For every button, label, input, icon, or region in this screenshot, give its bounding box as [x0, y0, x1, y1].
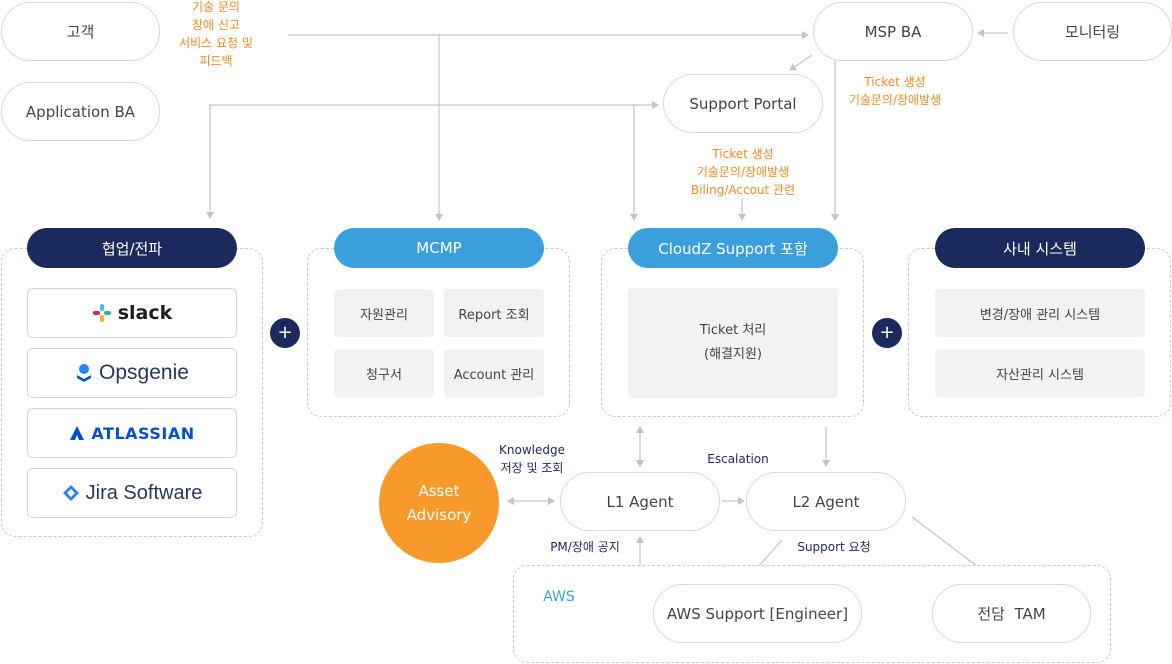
label-msp-flow: Ticket 생성 기술문의/장애발생 — [838, 73, 952, 109]
node-support-portal: Support Portal — [663, 74, 823, 133]
label-pm-notice: PM/장애 공지 — [550, 540, 620, 554]
slack-icon — [92, 304, 111, 322]
label-msp-flow-line: 기술문의/장애발생 — [848, 93, 942, 107]
cloudz-cell-ticket-line: (해결지원) — [704, 347, 762, 362]
mcmp-cell-resource-management: 자원관리 — [334, 289, 434, 337]
label-escalation: Escalation — [707, 452, 769, 466]
mcmp-cell-invoice: 청구서 — [334, 349, 434, 397]
label-knowledge: Knowledge 저장 및 조회 — [490, 441, 574, 477]
cloudz-cell-ticket-line: Ticket 처리 — [699, 323, 767, 338]
group-mcmp-title: MCMP — [334, 228, 544, 268]
edge-appba-portal — [206, 101, 659, 219]
slack-logo-text: slack — [117, 302, 173, 324]
node-asset-advisory: Asset Advisory — [379, 443, 499, 563]
label-portal-flow-line: 기술문의/장애발생 — [696, 165, 790, 179]
label-customer-flow-line: 기술 문의 — [192, 0, 240, 14]
node-tam: 전담 TAM — [932, 584, 1091, 643]
jira-logo-text: Jira Software — [85, 481, 203, 504]
atlassian-logo-text: ATLASSIAN — [91, 423, 195, 443]
group-collaboration-title: 협업/전파 — [27, 228, 237, 268]
node-customer: 고객 — [1, 2, 160, 61]
asset-advisory-line: Advisory — [406, 506, 472, 524]
label-msp-flow-line: Ticket 생성 — [864, 75, 926, 89]
node-l1-agent: L1 Agent — [560, 472, 720, 531]
node-aws-support: AWS Support [Engineer] — [653, 584, 862, 643]
node-monitoring: 모니터링 — [1013, 2, 1172, 61]
label-knowledge-line: Knowledge — [499, 443, 565, 457]
mcmp-cell-account: Account 관리 — [444, 349, 544, 397]
label-customer-flow-line: 장애 신고 — [192, 18, 240, 32]
group-cloudz-title: CloudZ Support 포함 — [628, 228, 838, 268]
label-knowledge-line: 저장 및 조회 — [500, 461, 564, 475]
mcmp-cell-report: Report 조회 — [444, 289, 544, 337]
opsgenie-logo-text: Opsgenie — [99, 361, 189, 384]
group-aws-title: AWS — [543, 589, 575, 605]
asset-advisory-line: Asset — [418, 482, 460, 500]
label-portal-flow-line: Ticket 생성 — [712, 147, 774, 161]
cloudz-cell-ticket: Ticket 처리 (해결지원) — [628, 288, 838, 398]
atlassian-icon — [70, 426, 85, 440]
jira-icon — [62, 485, 79, 501]
internal-cell-change-incident: 변경/장애 관리 시스템 — [935, 289, 1145, 337]
edge-mspba-portal — [789, 54, 813, 71]
logo-card-atlassian: ATLASSIAN — [27, 408, 237, 458]
label-portal-flow: Ticket 생성 기술문의/장애발생 Biling/Accout 관련 — [680, 145, 806, 199]
node-application-ba: Application BA — [1, 82, 160, 141]
logo-card-slack: slack — [27, 288, 237, 338]
opsgenie-icon — [77, 364, 92, 382]
plus-icon: + — [270, 318, 300, 348]
logo-card-opsgenie: Opsgenie — [27, 348, 237, 398]
node-l2-agent: L2 Agent — [746, 472, 906, 531]
label-portal-flow-line: Biling/Accout 관련 — [690, 183, 796, 197]
label-customer-flow-line: 서비스 요청 및 — [179, 36, 253, 50]
plus-icon: + — [872, 318, 902, 348]
label-support-request: Support 요청 — [797, 540, 871, 554]
label-customer-flow: 기술 문의 장애 신고 서비스 요청 및 피드백 — [170, 0, 262, 70]
label-customer-flow-line: 피드백 — [199, 54, 233, 68]
group-internal-system-title: 사내 시스템 — [935, 228, 1145, 268]
internal-cell-asset: 자산관리 시스템 — [935, 349, 1145, 397]
node-msp-ba: MSP BA — [813, 2, 973, 61]
logo-card-jira: Jira Software — [27, 468, 237, 518]
